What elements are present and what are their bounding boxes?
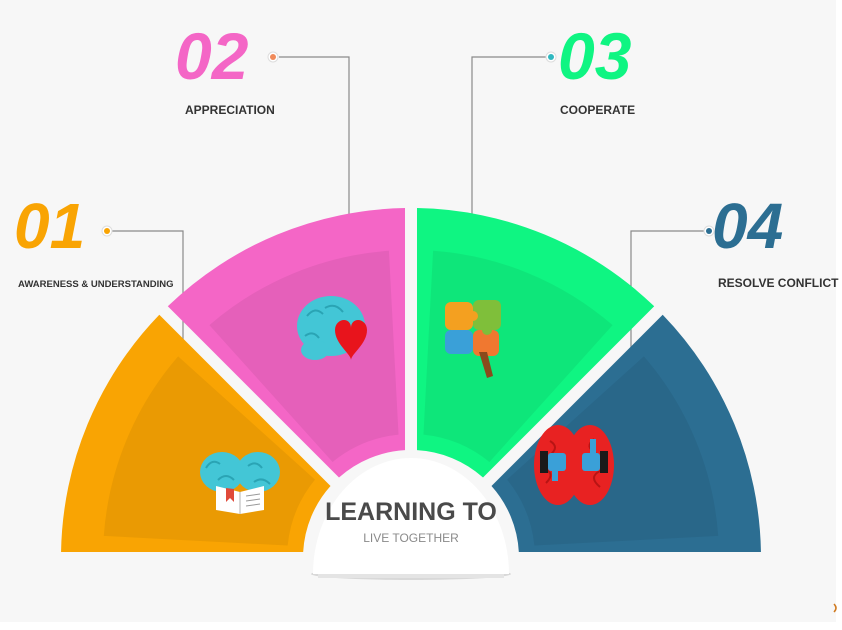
step-4-number: 04 <box>712 190 783 262</box>
center-hub-rim <box>318 574 504 578</box>
step-1-label: AWARENESS & UNDERSTANDING <box>18 279 174 290</box>
step-1-number: 01 <box>14 190 85 262</box>
connector-dot-3-core <box>548 54 554 60</box>
connector-dot-1-core <box>104 228 110 234</box>
center-hub: LEARNING TO LIVE TOGETHER <box>311 458 511 580</box>
brain-heart-icon <box>297 296 367 360</box>
center-title: LEARNING TO <box>325 498 497 526</box>
step-3-label: COOPERATE <box>560 103 635 117</box>
brain-book-icon <box>200 452 280 514</box>
step-2-label: APPRECIATION <box>185 103 275 117</box>
connector-step-4 <box>630 230 706 395</box>
corner-mark <box>833 603 837 613</box>
step-numbers: 01 02 03 04 <box>14 19 783 262</box>
step-3-number: 03 <box>558 19 631 93</box>
step-labels: AWARENESS & UNDERSTANDING APPRECIATION C… <box>18 103 839 290</box>
connector-dot-2-core <box>270 54 276 60</box>
step-4-label: RESOLVE CONFLICT <box>718 276 839 290</box>
connector-dot-4-core <box>706 228 712 234</box>
connector-step-3 <box>471 56 548 215</box>
brain-thumbs-icon <box>534 425 614 505</box>
step-2-number: 02 <box>175 19 249 93</box>
connector-step-2 <box>279 56 350 215</box>
segments <box>61 208 761 553</box>
connector-dots <box>101 51 715 237</box>
center-hub-dome <box>313 458 509 574</box>
brain-puzzle-icon <box>445 300 501 378</box>
center-subtitle: LIVE TOGETHER <box>363 531 459 545</box>
